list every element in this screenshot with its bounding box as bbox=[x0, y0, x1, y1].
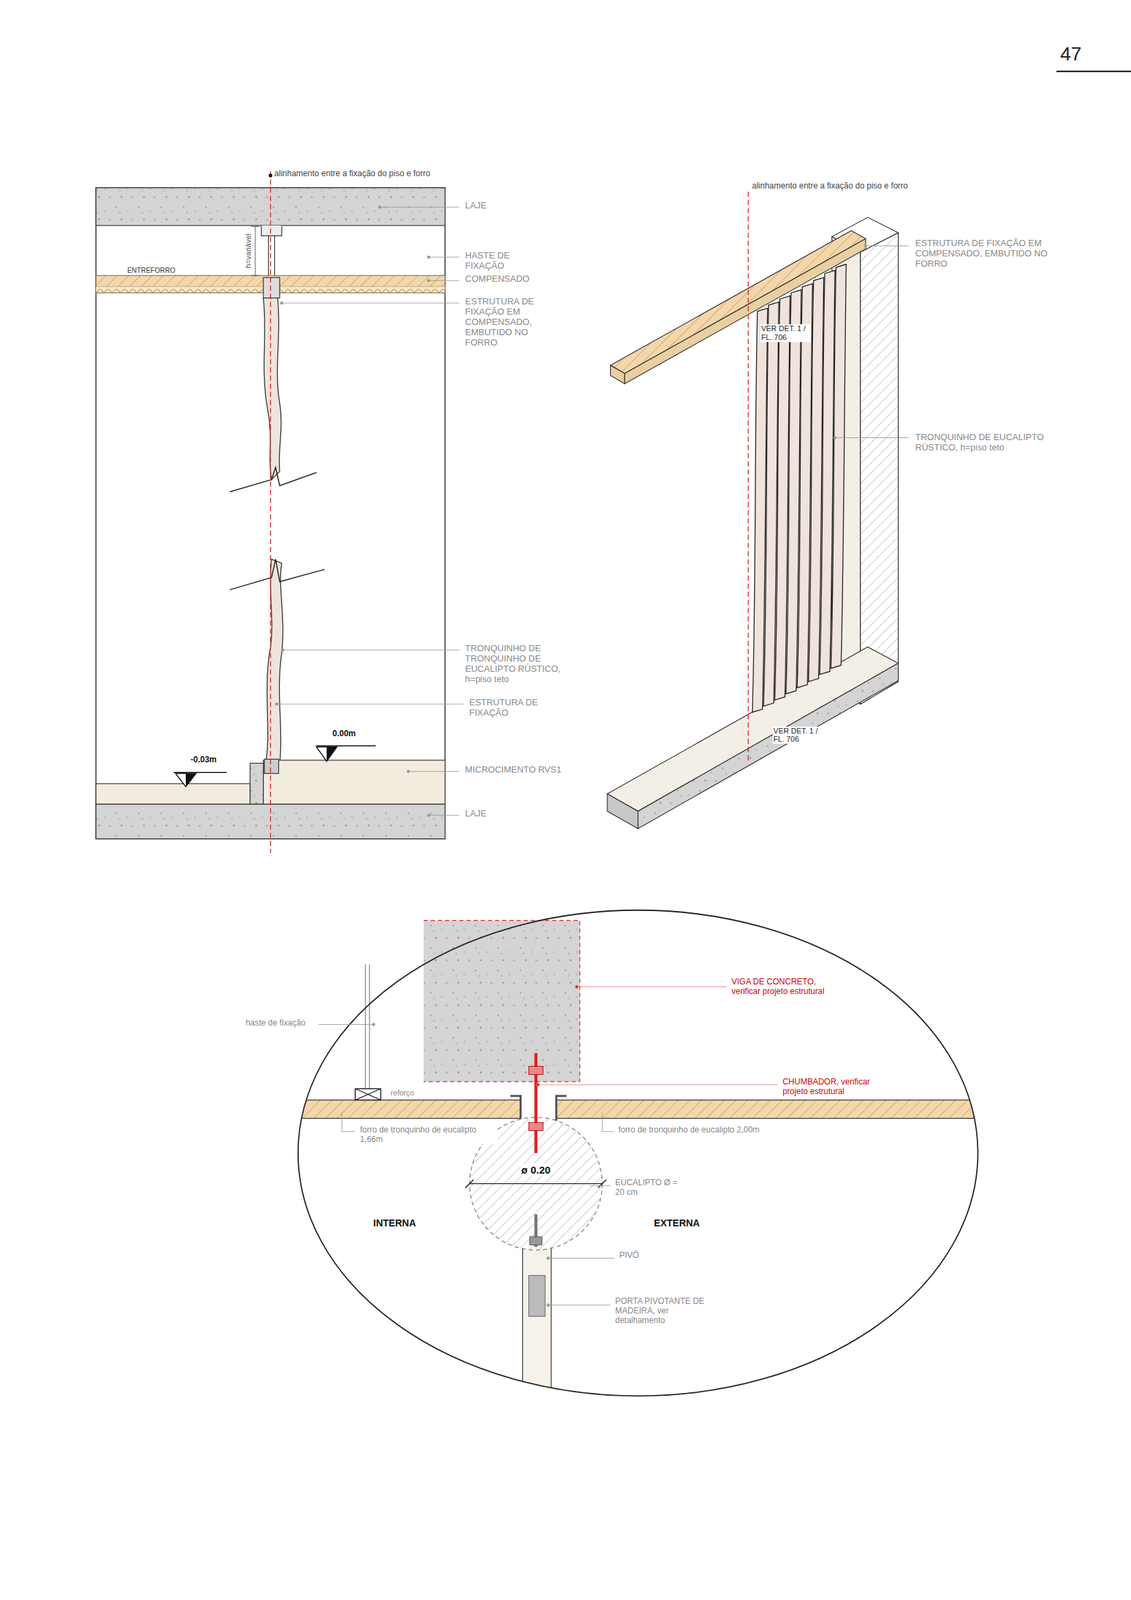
part-name: HASTE DE FIXAÇÃO bbox=[464, 250, 525, 272]
note: alinhamento entre a fixação do piso e fo… bbox=[273, 169, 431, 179]
part-name: TRONQUINHO DE EUCALIPTO RÚSTICO, h=piso … bbox=[914, 432, 1060, 454]
level-mark: -0.03m bbox=[189, 755, 218, 765]
page-number: 47 bbox=[1059, 43, 1083, 66]
zone-name: INTERNA bbox=[372, 1217, 417, 1229]
level-mark: 0.00m bbox=[331, 729, 357, 739]
part-name: ESTRUTURA DE FIXAÇÃO EM COMPENSADO, EMBU… bbox=[464, 296, 543, 349]
part-name: PORTA PIVOTANTE DE MADEIRA, ver detalham… bbox=[614, 1296, 712, 1325]
part-name: COMPENSADO bbox=[464, 274, 531, 285]
part-name: forro de tronquinho de eucalipto 1,66m bbox=[359, 1125, 498, 1145]
part-name: CHUMBADOR, verificar projeto estrutural bbox=[782, 1077, 894, 1097]
part-name: LAJE bbox=[464, 200, 488, 212]
page-rule bbox=[1056, 70, 1131, 72]
zone-name: ENTREFORRO bbox=[126, 266, 177, 275]
part-name: MICROCIMENTO RVS1 bbox=[464, 764, 563, 776]
part-name: LAJE bbox=[464, 808, 488, 820]
part-name: reforço bbox=[390, 1088, 415, 1098]
detail-reference: VER DET. 1 / FL. 706 bbox=[772, 726, 824, 744]
section-drawing bbox=[95, 171, 464, 853]
part-name: ESTRUTURA DE FIXAÇÃO bbox=[468, 697, 553, 719]
part-name: ESTRUTURA DE FIXAÇÃO EM COMPENSADO, EMBU… bbox=[914, 238, 1057, 270]
part-name: VIGA DE CONCRETO, verificar projeto estr… bbox=[730, 977, 835, 997]
part-name: haste de fixação bbox=[244, 1018, 306, 1029]
dimension: ø 0.20 bbox=[520, 1163, 552, 1176]
zone-name: EXTERNA bbox=[653, 1217, 701, 1229]
part-name: forro de tronquinho de eucalipto 2,00m bbox=[617, 1125, 763, 1136]
detail-reference: VER DET. 1 / FL. 706 bbox=[760, 324, 811, 342]
dimension: h=variável bbox=[244, 233, 253, 269]
axonometric-view bbox=[607, 191, 909, 829]
enlarged-detail bbox=[285, 910, 985, 1410]
part-name: TRONQUINHO DE TRONQUINHO DE EUCALIPTO RÚ… bbox=[464, 643, 580, 685]
part-name: PIVÔ bbox=[618, 1250, 640, 1261]
note: alinhamento entre a fixação do piso e fo… bbox=[751, 181, 909, 192]
part-name: EUCALIPTO Ø = 20 cm bbox=[614, 1178, 681, 1198]
